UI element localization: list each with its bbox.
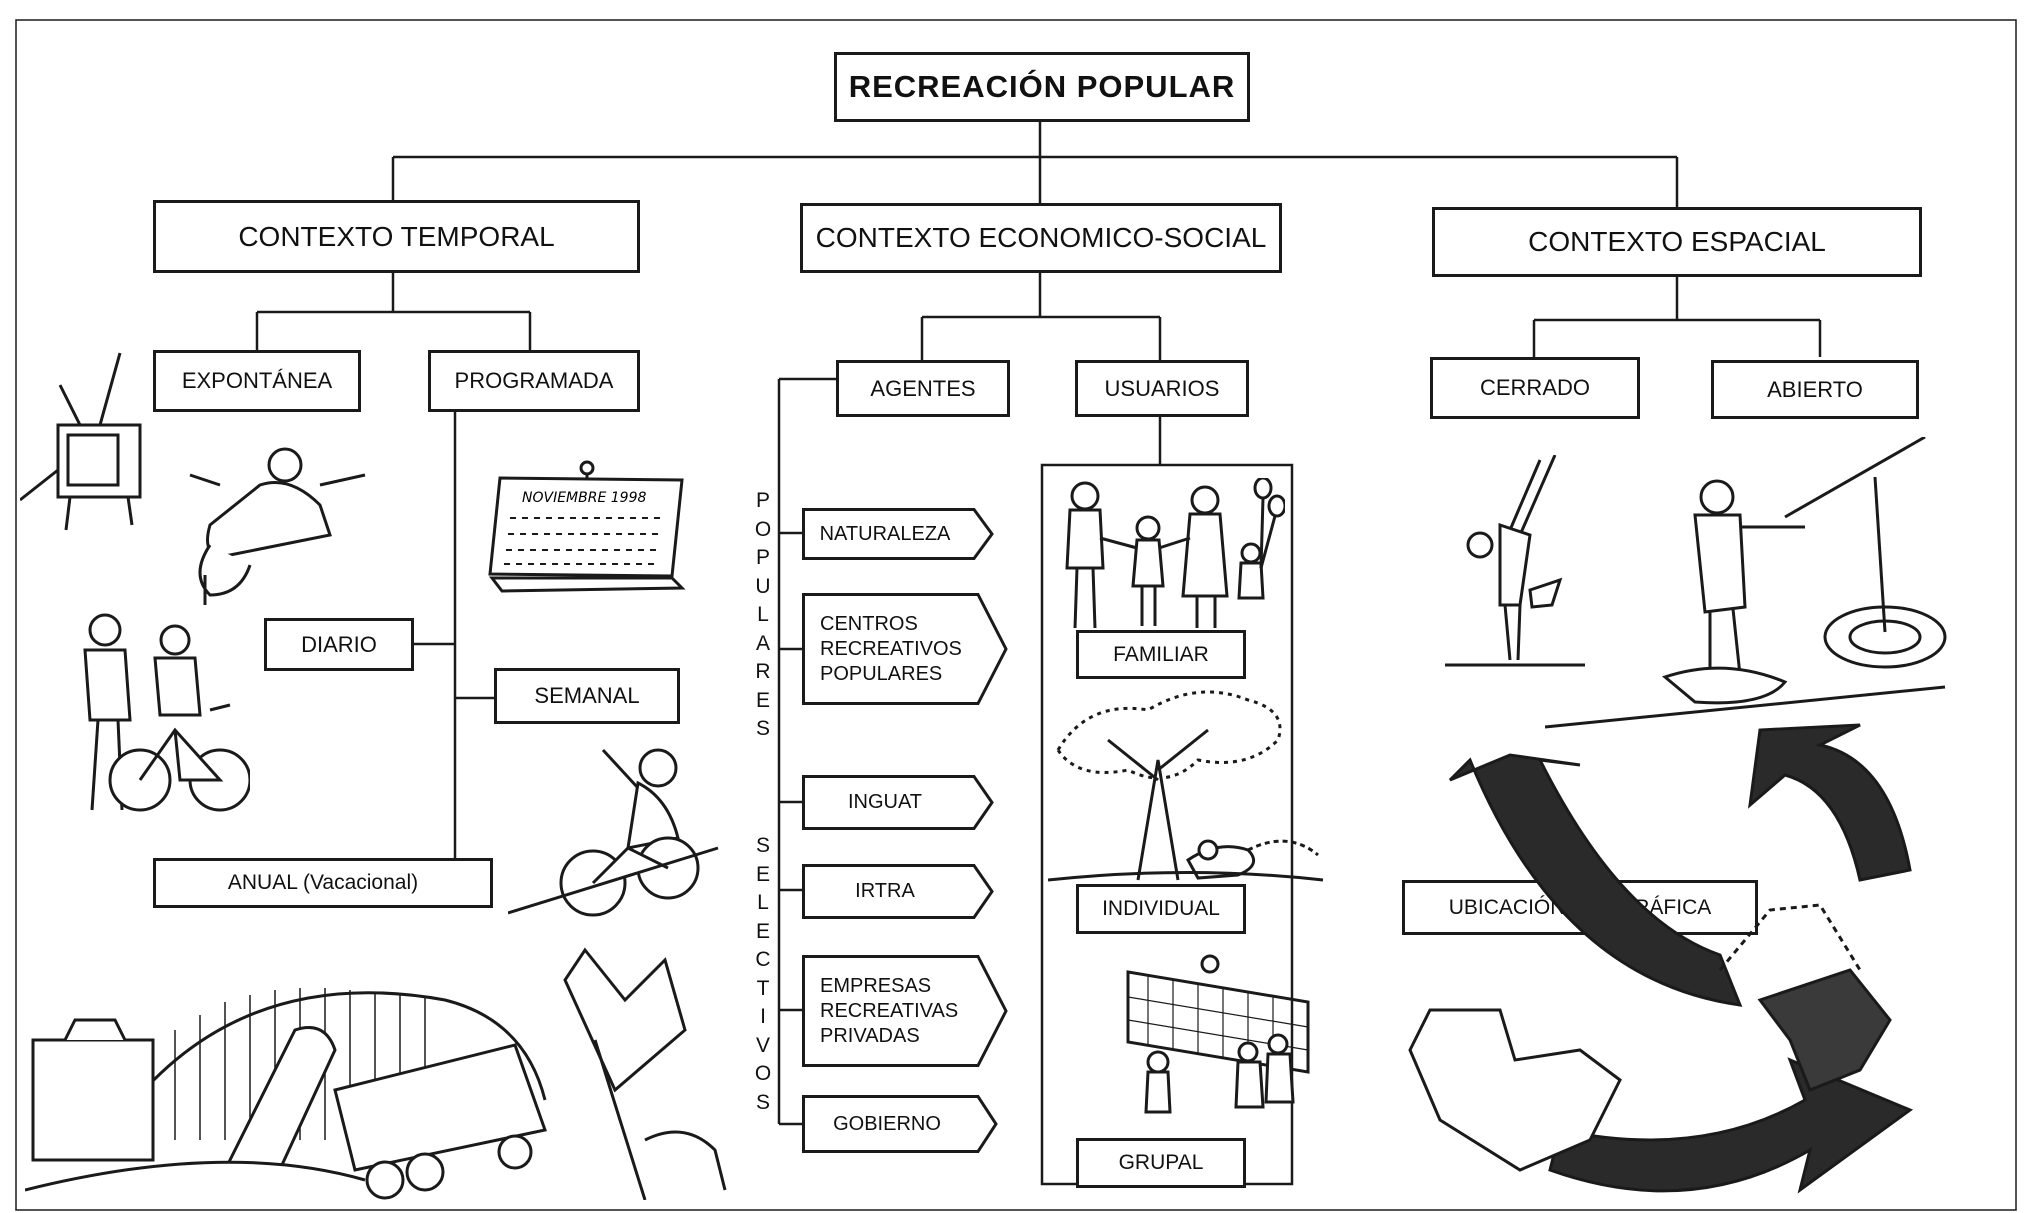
populares-letter: L — [757, 603, 769, 626]
programada-label: PROGRAMADA — [454, 368, 614, 393]
agent-centros-label: CENTROS RECREATIVOS POPULARES — [820, 612, 962, 685]
anual-label: ANUAL (Vacacional) — [227, 871, 419, 894]
agent-inguat-label: INGUAT — [847, 791, 923, 813]
expontanea-box: EXPONTÁNEA — [153, 350, 361, 412]
volleyball-group-illustration — [1126, 954, 1310, 1114]
selectivos-letter: L — [757, 891, 769, 914]
expontanea-label: EXPONTÁNEA — [181, 368, 333, 393]
cerrado-box: CERRADO — [1430, 357, 1640, 419]
cyclist-illustration — [508, 748, 719, 917]
selectivos-letter: S — [755, 1090, 770, 1114]
populares-letter: E — [755, 688, 770, 712]
agent-centros-recreativos: CENTROS RECREATIVOS POPULARES — [802, 593, 1008, 705]
selectivos-letter: V — [755, 1033, 770, 1057]
diario-box: DIARIO — [264, 618, 414, 671]
selectivos-letter: E — [755, 919, 770, 943]
agent-gobierno: GOBIERNO — [802, 1095, 998, 1153]
calendar-month-text: NOVIEMBRE 1998 — [522, 490, 646, 506]
user-familiar-label: FAMILIAR — [1113, 642, 1209, 666]
populares-letter: O — [754, 517, 772, 541]
person-resting-illustration — [189, 447, 366, 605]
context-espacial-box: CONTEXTO ESPACIAL — [1432, 207, 1922, 277]
vacation-bus-scene-illustration — [25, 947, 727, 1200]
family-illustration — [1065, 478, 1285, 629]
agent-empresas-privadas: EMPRESAS RECREATIVAS PRIVADAS — [802, 955, 1008, 1067]
context-economico-label: CONTEXTO ECONOMICO-SOCIAL — [815, 222, 1267, 253]
populares-letter: A — [755, 631, 770, 655]
handstand-person-illustration — [1445, 455, 1585, 667]
usuarios-label: USUARIOS — [1104, 375, 1220, 401]
selectivos-letter: O — [754, 1062, 772, 1085]
context-temporal-label: CONTEXTO TEMPORAL — [238, 220, 555, 252]
agentes-box: AGENTES — [836, 360, 1010, 417]
diagram-title: RECREACIÓN POPULAR — [848, 69, 1236, 104]
user-familiar-box: FAMILIAR — [1076, 630, 1246, 679]
context-temporal-box: CONTEXTO TEMPORAL — [153, 200, 640, 273]
programada-box: PROGRAMADA — [428, 350, 640, 412]
fisherman-illustration — [1545, 437, 1947, 729]
populares-letter: P — [755, 489, 770, 512]
populares-letter: P — [755, 546, 770, 569]
agent-gobierno-label: GOBIERNO — [833, 1112, 941, 1135]
agentes-label: AGENTES — [870, 375, 976, 401]
selectivos-letter: S — [755, 834, 770, 857]
geographic-location-graphic — [1408, 723, 1914, 1194]
anual-box: ANUAL (Vacacional) — [153, 858, 493, 908]
television-illustration — [20, 352, 142, 531]
populares-letter: S — [755, 717, 770, 740]
usuarios-box: USUARIOS — [1075, 360, 1249, 417]
abierto-label: ABIERTO — [1767, 376, 1863, 402]
agent-irtra-label: IRTRA — [855, 880, 915, 902]
selectivos-letter: C — [755, 948, 771, 971]
agent-empresas-label: EMPRESAS RECREATIVAS PRIVADAS — [820, 974, 959, 1047]
cerrado-label: CERRADO — [1479, 375, 1590, 400]
semanal-box: SEMANAL — [494, 668, 680, 724]
agent-irtra: IRTRA — [802, 864, 994, 919]
abierto-box: ABIERTO — [1711, 360, 1919, 419]
couple-with-bicycle-illustration — [83, 613, 250, 812]
populares-letter: U — [755, 574, 771, 598]
user-individual-box: INDIVIDUAL — [1076, 884, 1246, 934]
context-espacial-label: CONTEXTO ESPACIAL — [1528, 226, 1826, 257]
agent-naturaleza-label: NATURALEZA — [819, 522, 951, 545]
user-grupal-box: GRUPAL — [1076, 1138, 1246, 1188]
user-grupal-label: GRUPAL — [1118, 1151, 1204, 1174]
context-economico-box: CONTEXTO ECONOMICO-SOCIAL — [800, 203, 1282, 273]
selectivos-letter: E — [755, 862, 770, 886]
populares-letter: R — [755, 660, 771, 683]
agent-inguat: INGUAT — [802, 775, 994, 830]
selectivos-letter: T — [756, 976, 770, 1000]
calendar-illustration: NOVIEMBRE 1998 — [488, 460, 686, 593]
selectivos-letter: I — [760, 1005, 766, 1028]
agent-naturaleza: NATURALEZA — [802, 508, 994, 560]
semanal-label: SEMANAL — [534, 683, 640, 708]
user-individual-label: INDIVIDUAL — [1102, 897, 1220, 920]
title-box: RECREACIÓN POPULAR — [834, 52, 1250, 122]
tree-individual-illustration — [1048, 690, 1324, 882]
diario-label: DIARIO — [301, 631, 377, 657]
